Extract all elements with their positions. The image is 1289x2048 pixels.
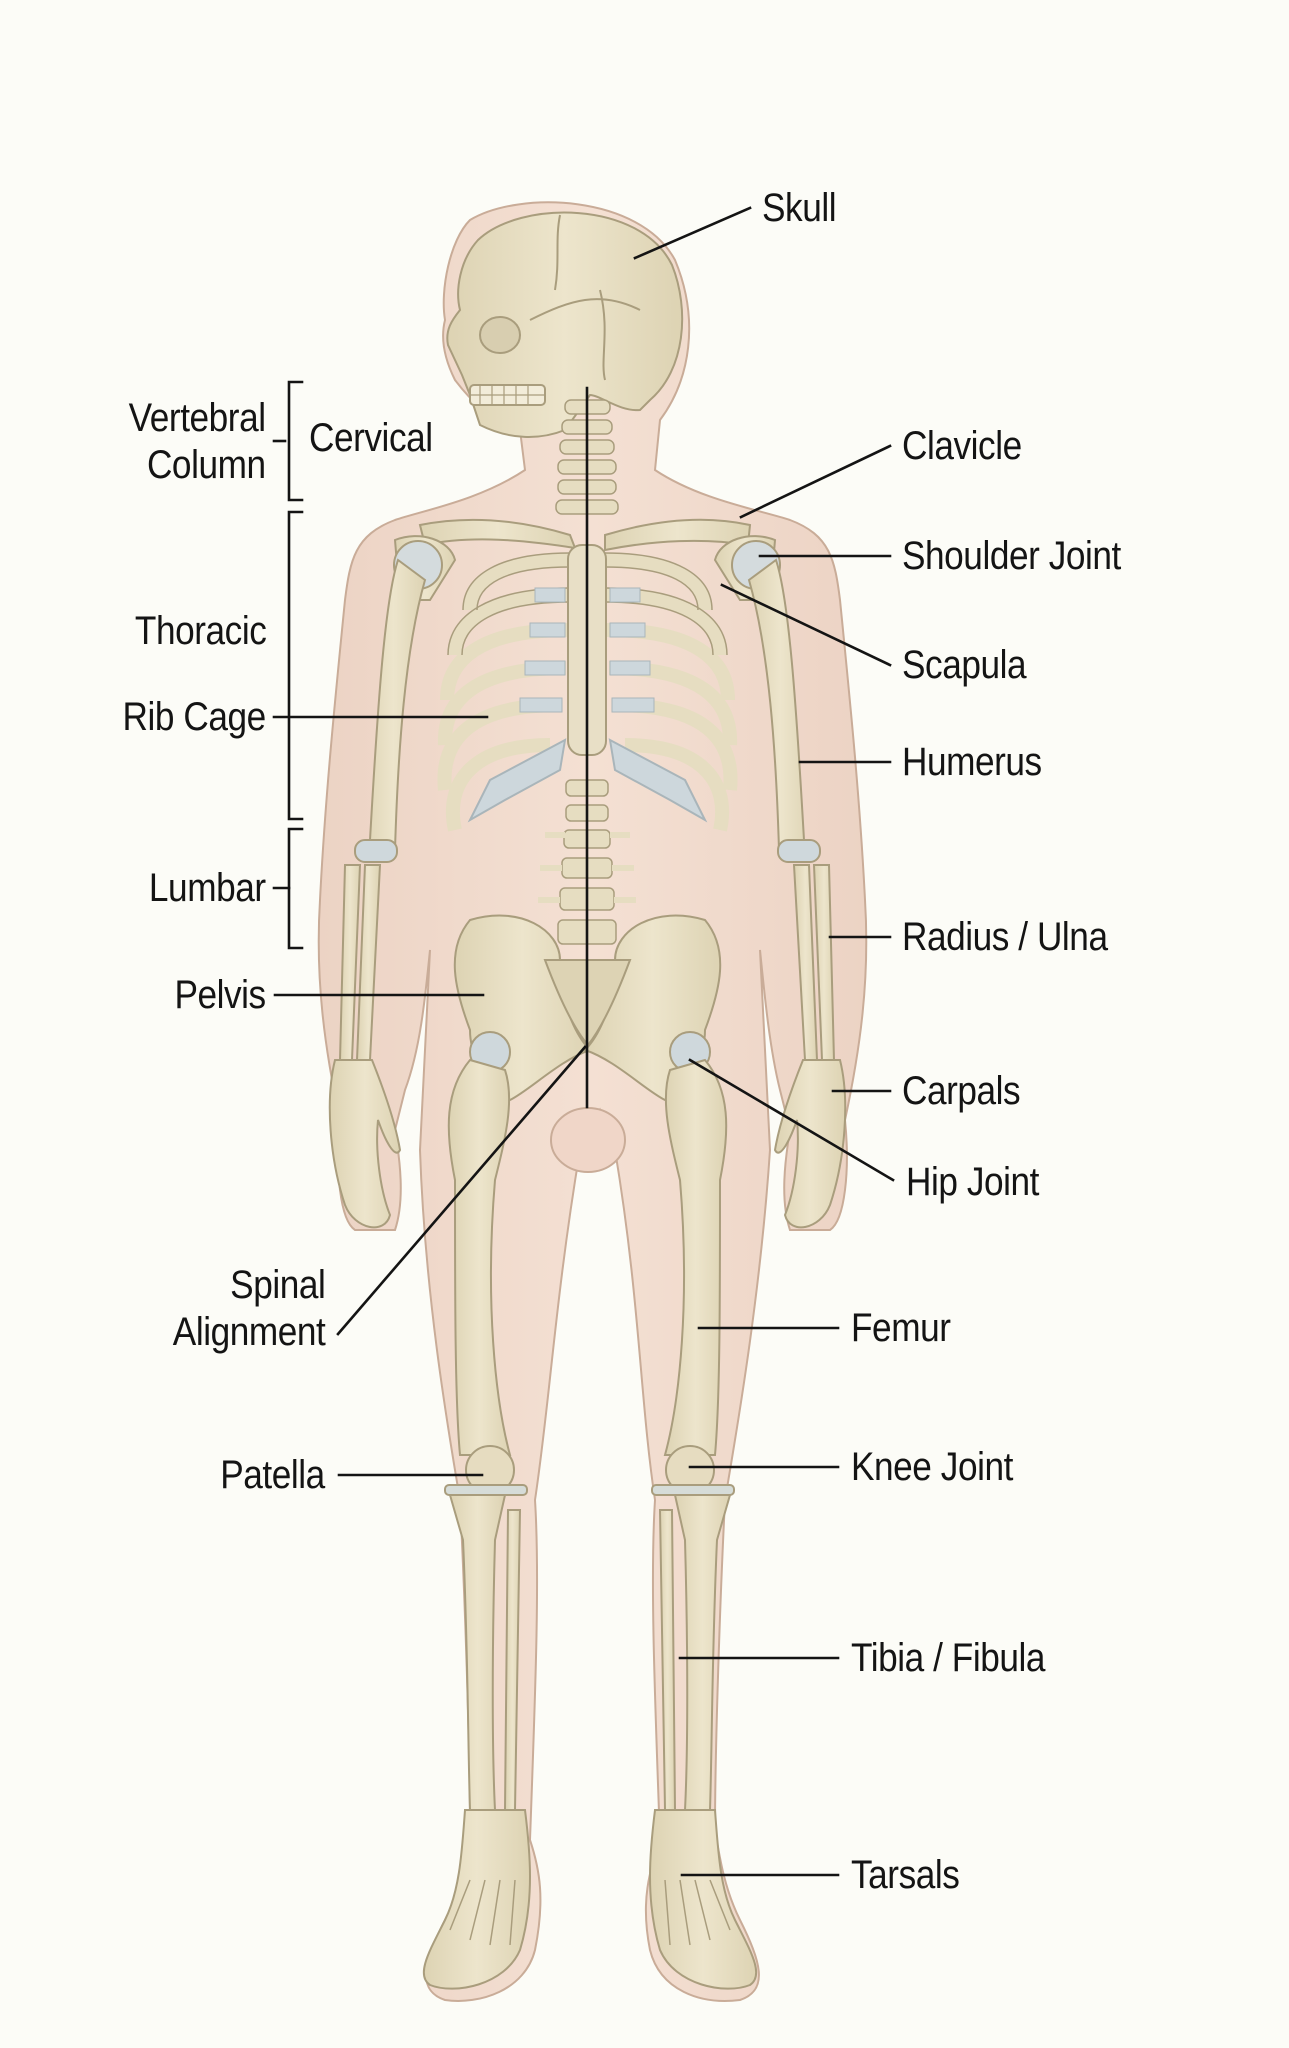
label-thoracic: Thoracic — [134, 609, 267, 653]
label-patella: Patella — [220, 1453, 325, 1497]
label-lumbar: Lumbar — [149, 866, 266, 910]
label-clavicle: Clavicle — [902, 424, 1022, 468]
label-femur: Femur — [851, 1306, 951, 1350]
rib-cage-illustration — [437, 544, 738, 832]
label-skull: Skull — [762, 186, 837, 230]
leader-lines — [272, 206, 895, 1877]
arm-bones-illustration — [328, 558, 847, 1229]
label-tibia-fibula: Tibia / Fibula — [851, 1636, 1046, 1680]
label-humerus: Humerus — [902, 740, 1042, 784]
label-vertebral-column-line1: Vertebral — [129, 396, 266, 440]
label-tarsals: Tarsals — [851, 1853, 960, 1897]
label-carpals: Carpals — [902, 1069, 1021, 1113]
label-scapula: Scapula — [902, 643, 1027, 687]
label-radius-ulna: Radius / Ulna — [902, 915, 1108, 959]
label-pelvis: Pelvis — [174, 973, 267, 1017]
label-spinal-alignment-line2: Alignment — [172, 1310, 325, 1354]
label-knee-joint: Knee Joint — [851, 1445, 1013, 1489]
skull-illustration — [446, 211, 684, 438]
label-shoulder-joint: Shoulder Joint — [902, 534, 1121, 578]
label-spinal-alignment-line1: Spinal — [229, 1263, 326, 1307]
label-cervical: Cervical — [309, 416, 433, 460]
label-rib-cage: Rib Cage — [122, 695, 267, 739]
label-spinal-alignment: Spinal Alignment — [172, 1262, 325, 1356]
leg-bones-illustration — [422, 1058, 758, 1990]
label-vertebral-column: Vertebral Column — [129, 395, 266, 489]
label-hip-joint: Hip Joint — [906, 1160, 1039, 1204]
label-vertebral-column-line2: Column — [147, 443, 266, 487]
